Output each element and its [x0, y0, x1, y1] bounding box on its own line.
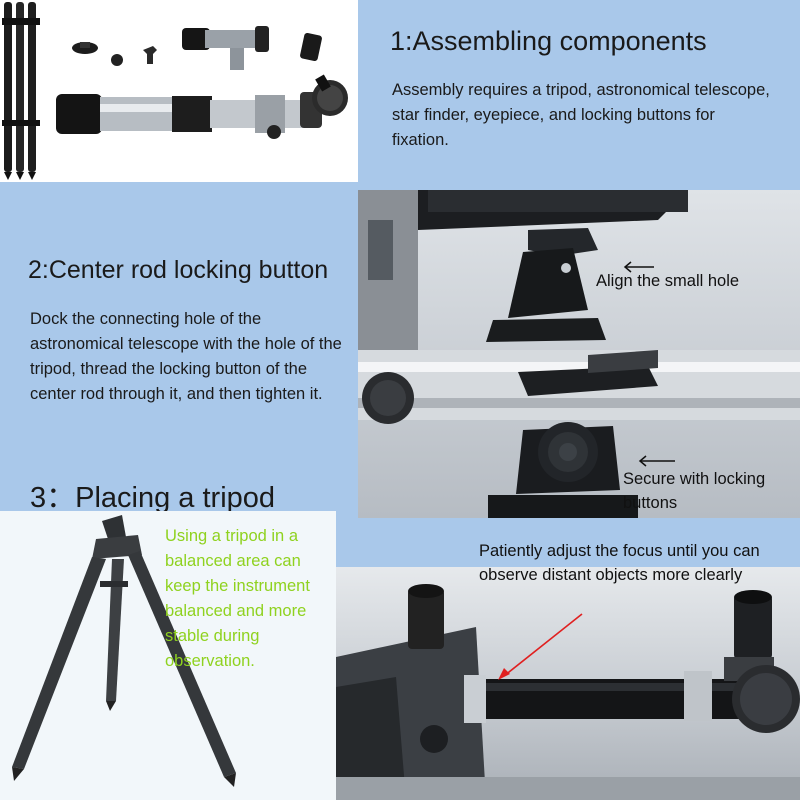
mount-bracket [528, 228, 598, 256]
mount-hole [561, 263, 571, 273]
callout-focus: Patiently adjust the focus until you can… [479, 542, 760, 584]
folded-tripod-illustration [2, 2, 40, 180]
focus-tube-illustration [420, 671, 756, 753]
arrow-left-icon [623, 261, 654, 273]
tripod-leg-left [12, 557, 106, 769]
focus-illustration [336, 584, 800, 800]
section-1-heading: 1:Assembling components [390, 26, 707, 56]
components-illustration [2, 2, 348, 180]
star-finder-illustration [182, 26, 269, 70]
telescope-tube-illustration [56, 74, 348, 139]
arrow-left-icon [638, 455, 675, 467]
tripod-photo-panel [0, 511, 336, 800]
section-2-body: Dock the connecting hole of the astronom… [30, 310, 342, 403]
focus-photo-panel [336, 567, 800, 800]
tripod-illustration [12, 515, 236, 787]
mount-closeup-photo-panel [358, 190, 800, 518]
tripod-leg-right [128, 551, 236, 777]
mount-closeup-illustration [358, 190, 800, 518]
tripod-leg-center [106, 559, 124, 701]
tripod-head [102, 515, 126, 539]
callout-secure-locking: Secure with locking buttons [623, 470, 766, 512]
eyepiece-left-illustration [408, 584, 444, 649]
red-arrow-icon [498, 613, 583, 680]
small-parts-illustration [72, 42, 157, 66]
section-3-body: Using a tripod in a balanced area can ke… [165, 527, 310, 670]
callout-align-hole: Align the small hole [596, 272, 740, 290]
components-photo-panel [0, 0, 358, 182]
eyepiece-illustration [300, 32, 322, 62]
mount-plate-illustration [508, 248, 588, 318]
diagonal-eyepiece-illustration [724, 590, 800, 733]
locking-bracket-illustration [518, 366, 658, 396]
locking-knob-illustration [488, 422, 638, 518]
section-3-heading: 3：Placing a tripod [30, 482, 276, 514]
section-2-heading: 2:Center rod locking button [28, 256, 329, 284]
section-1-body: Assembly requires a tripod, astronomical… [392, 81, 770, 149]
